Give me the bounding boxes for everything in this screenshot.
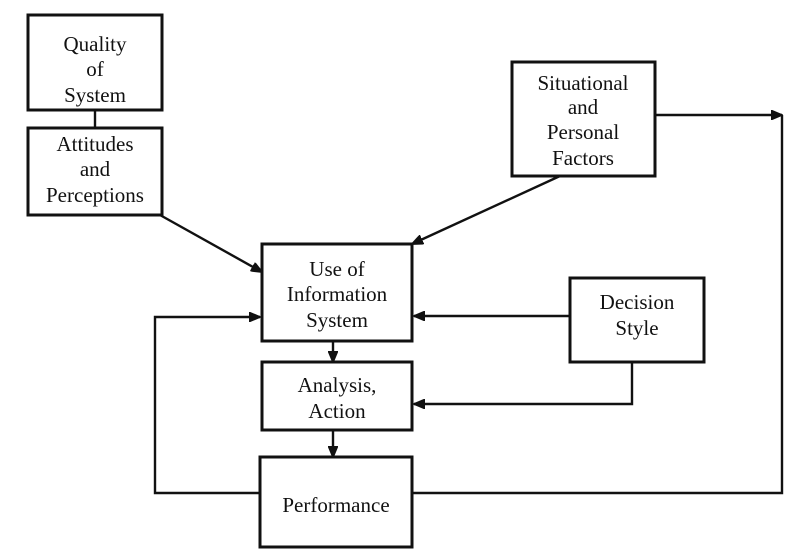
performance-label: Performance	[282, 493, 389, 517]
analysis-line-1: Analysis,	[298, 373, 377, 397]
feedback-line-performance-to-situational	[412, 115, 784, 495]
performance-box: Performance	[258, 455, 414, 549]
situational-line-4: Factors	[552, 146, 614, 170]
use-line-1: Use of	[309, 257, 364, 281]
situational-and-personal-factors-box: Situational and Personal Factors	[510, 60, 657, 178]
analysis-line-2: Action	[308, 399, 366, 423]
attitudes-line-2: and	[80, 157, 111, 181]
quality-of-system-box: Quality of System	[26, 13, 164, 112]
quality-line-3: System	[64, 83, 126, 107]
decision-line-2: Style	[615, 316, 658, 340]
arrow-attitudes-to-use	[159, 213, 262, 272]
situational-line-3: Personal	[547, 120, 619, 144]
decision-line-1: Decision	[600, 290, 675, 314]
situational-line-1: Situational	[538, 71, 629, 95]
arrow-situational-to-use	[412, 174, 561, 246]
analysis-action-box: Analysis, Action	[260, 360, 414, 432]
use-of-information-system-box: Use of Information System	[260, 242, 414, 343]
use-line-2: Information	[287, 282, 388, 306]
quality-line-2: of	[86, 57, 104, 81]
quality-line-1: Quality	[64, 32, 127, 56]
attitudes-line-3: Perceptions	[46, 183, 144, 207]
feedback-arrow-performance-to-use	[153, 317, 260, 495]
arrow-decision-to-analysis	[414, 362, 634, 404]
attitudes-and-perceptions-box: Attitudes and Perceptions	[26, 126, 164, 217]
decision-style-box: Decision Style	[568, 276, 706, 364]
situational-line-2: and	[568, 95, 599, 119]
attitudes-line-1: Attitudes	[57, 132, 134, 156]
use-line-3: System	[306, 308, 368, 332]
